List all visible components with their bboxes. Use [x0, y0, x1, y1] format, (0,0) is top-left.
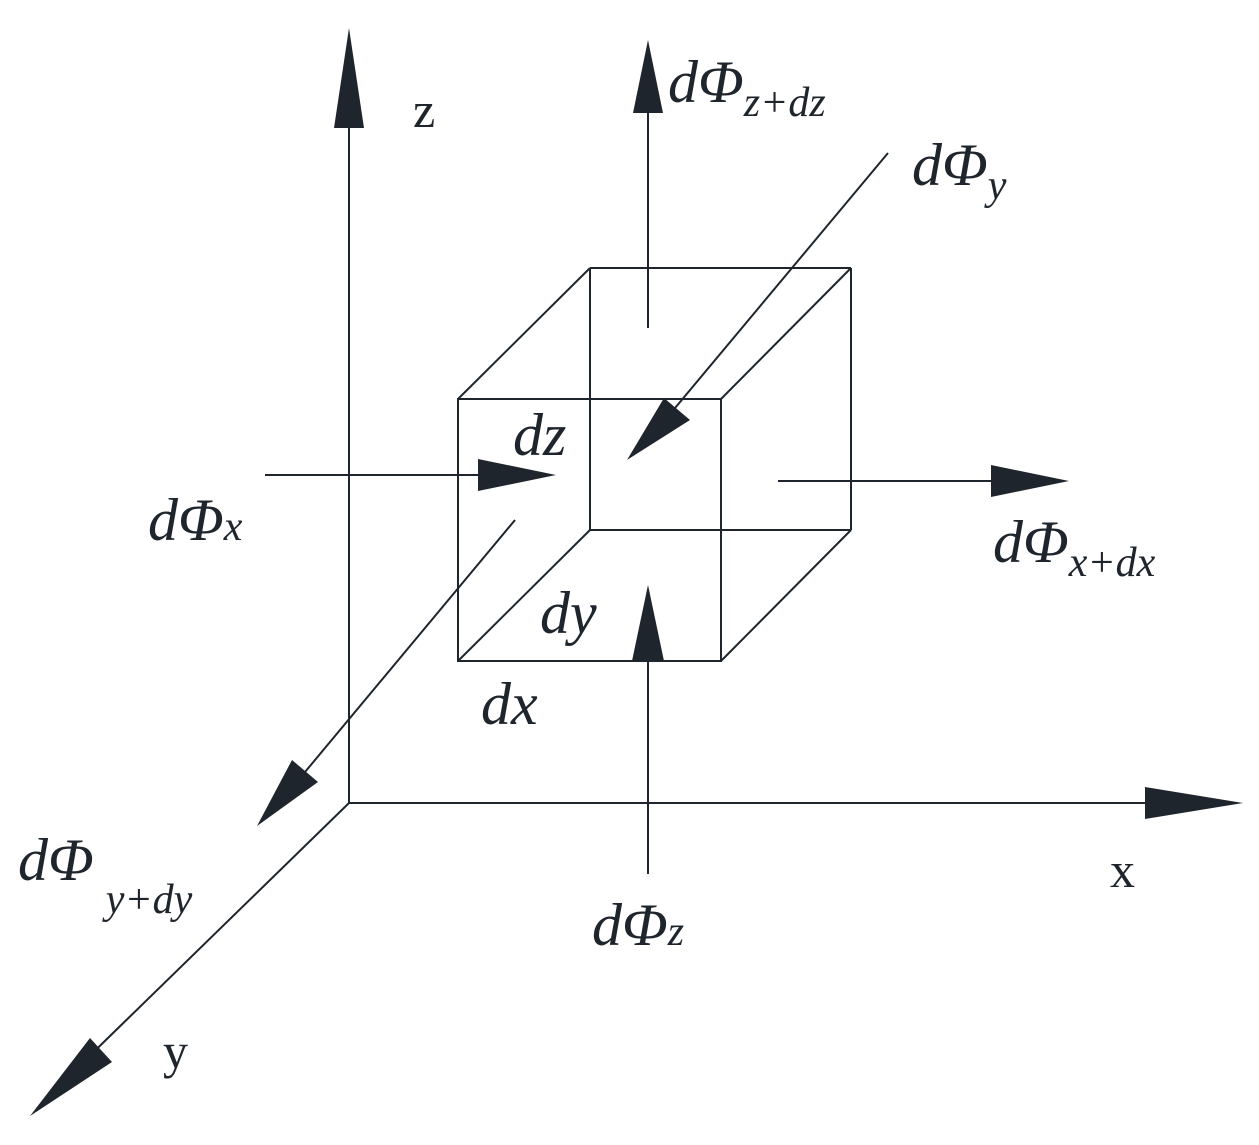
flux-y-in-shaft	[664, 152, 889, 421]
y-axis-arrowhead	[30, 1038, 112, 1116]
flux-x-out-sub: x+dx	[1068, 540, 1156, 586]
flux-y-out-sub: y+dy	[102, 877, 193, 923]
flux-z-out-arrowhead	[633, 40, 663, 113]
flux-x-out-arrowhead	[991, 465, 1069, 497]
volume-element-cube	[457, 267, 852, 662]
flux-x-out-main: dΦ	[993, 509, 1069, 575]
flux-y-in-sub: y	[984, 163, 1007, 209]
flux-x-in-label: dΦx	[148, 487, 243, 553]
x-axis-label: x	[1110, 842, 1135, 898]
cube-edge-bottom-right	[720, 529, 852, 662]
flux-x-in-arrowhead	[478, 459, 556, 491]
flux-z-in-main: dΦ	[592, 892, 668, 958]
flux-y-out-arrowhead	[257, 760, 318, 826]
flux-y-in-main: dΦ	[912, 132, 988, 198]
flux-y-out-shaft	[289, 519, 516, 791]
flux-y-in-label: dΦy	[912, 132, 1007, 209]
flux-z-out-main: dΦ	[668, 49, 744, 115]
flux-z-in-label: dΦz	[592, 892, 684, 958]
flux-x-in-main: dΦ	[148, 487, 224, 553]
flux-x-out-label: dΦx+dx	[993, 509, 1156, 586]
flux-z-out-sub: z+dz	[743, 80, 826, 126]
dx-label: dx	[481, 671, 538, 737]
dz-label: dz	[513, 402, 566, 468]
y-axis-label: y	[163, 1023, 188, 1079]
z-axis-label: z	[413, 82, 435, 138]
flux-y-out-main: dΦ	[18, 827, 94, 893]
flux-y-out-label: dΦy+dy	[18, 827, 193, 923]
axes	[30, 28, 1243, 1116]
flux-z-out-label: dΦz+dz	[668, 49, 826, 126]
flux-x-in-sub: x	[223, 504, 243, 550]
flux-z-in-sub: z	[667, 909, 684, 955]
x-axis-arrowhead	[1145, 787, 1243, 819]
flux-y-in-arrowhead	[627, 398, 690, 460]
y-axis	[69, 802, 350, 1076]
z-axis-arrowhead	[334, 28, 364, 128]
flux-arrows	[257, 40, 1069, 874]
dy-label: dy	[540, 580, 597, 646]
flux-z-in-arrowhead	[632, 585, 664, 661]
cube-edge-top-left	[457, 267, 591, 400]
cube-edge-top-right	[720, 267, 852, 400]
cube-edge-hidden-diagonal	[457, 529, 591, 662]
